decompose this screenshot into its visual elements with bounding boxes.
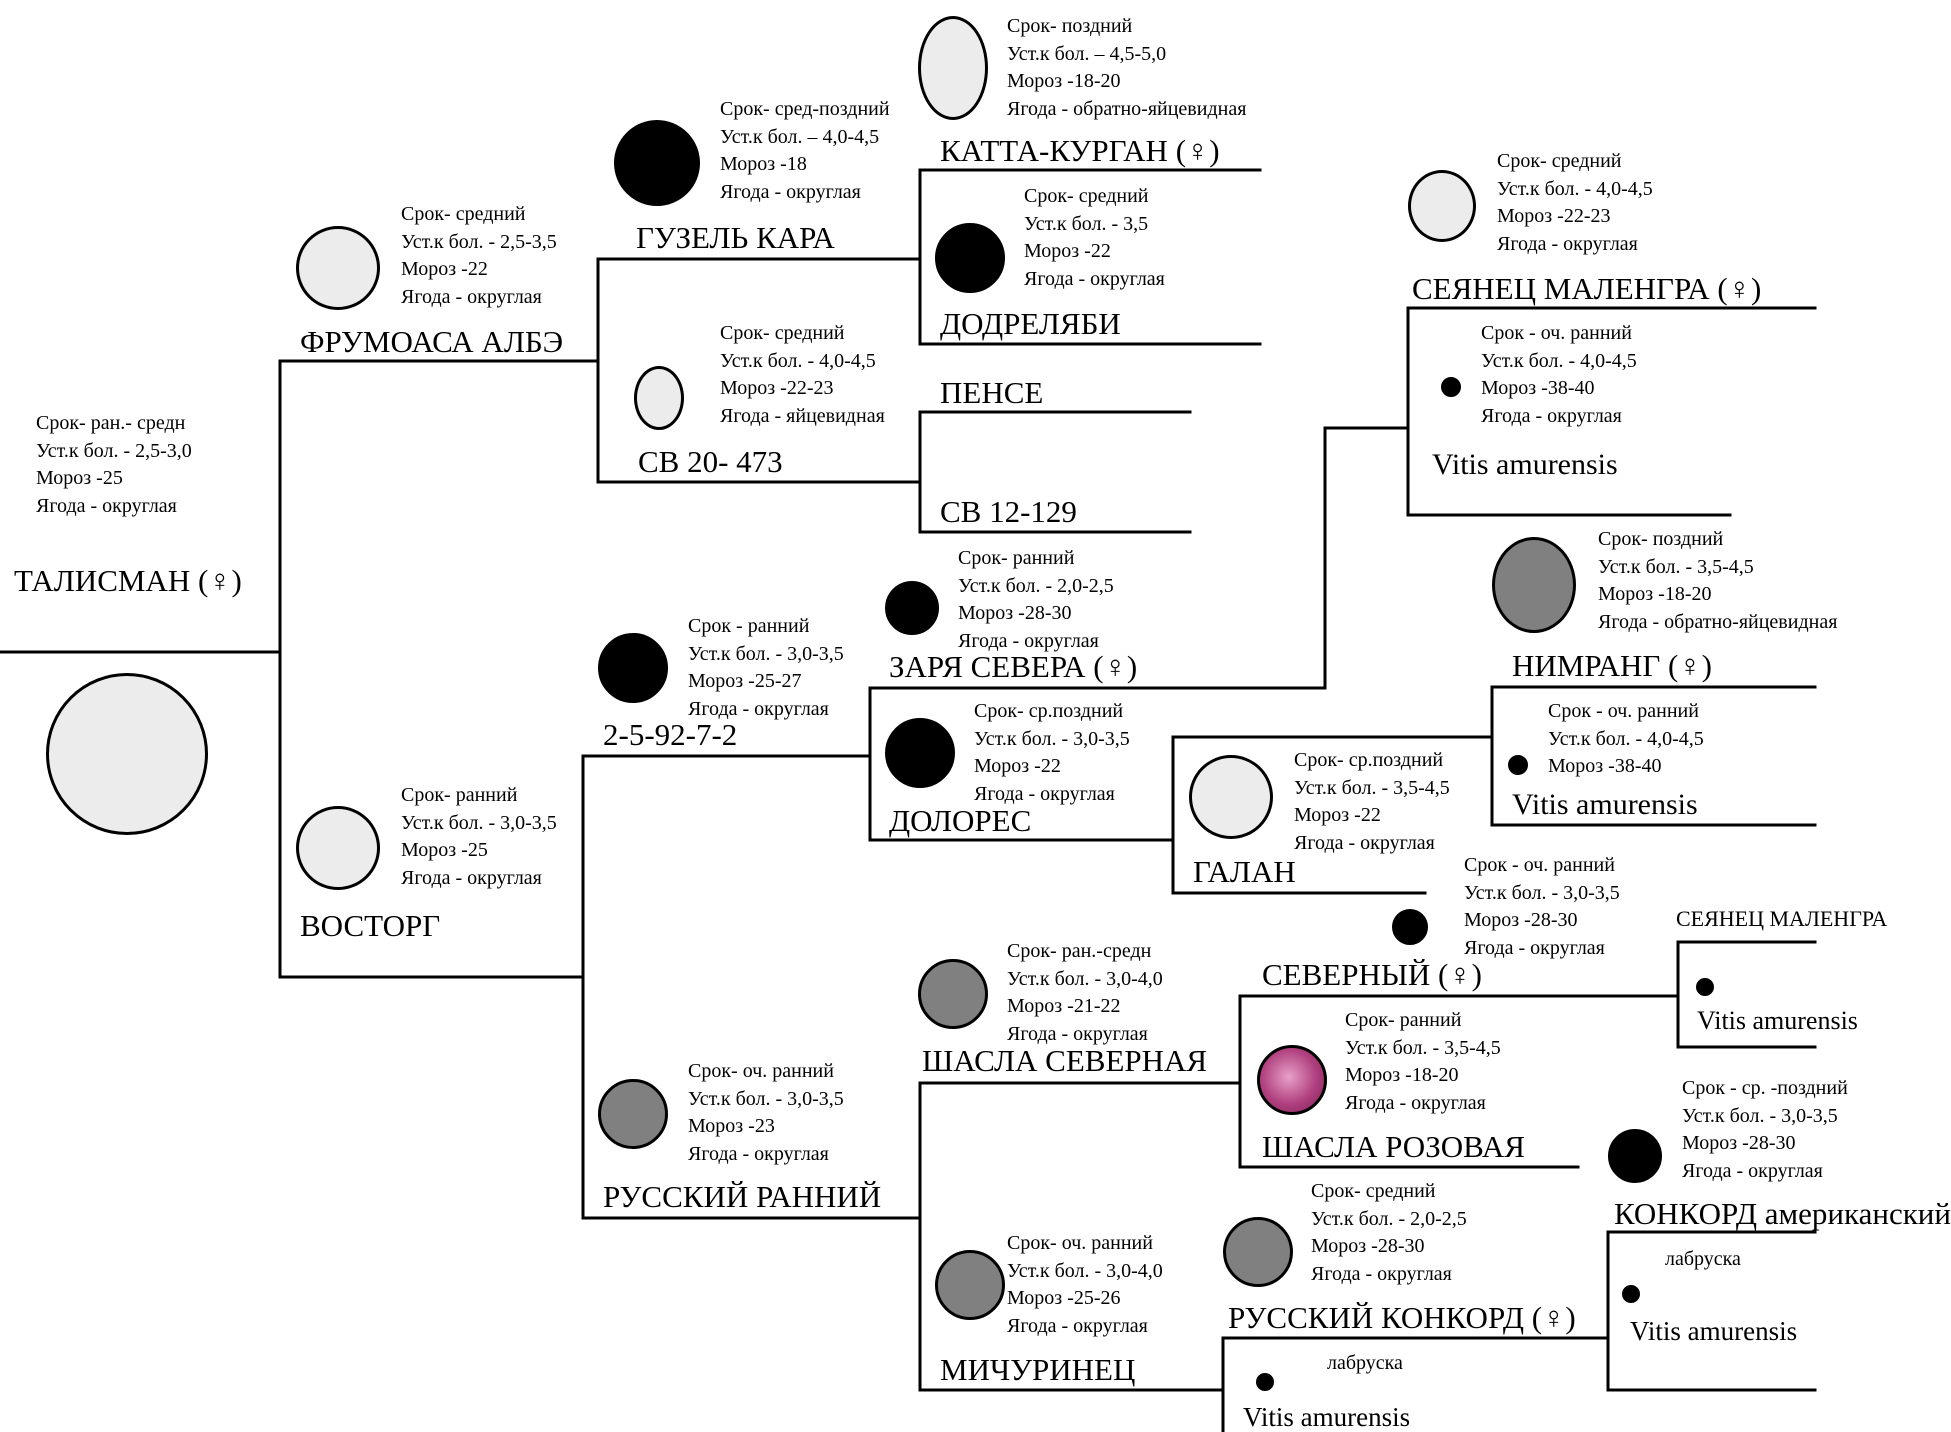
berry-icon: [918, 16, 988, 120]
variety-name-katta: КАТТА-КУРГАН (♀): [940, 133, 1220, 168]
berry-icon: [885, 718, 955, 788]
berry-icon: [935, 223, 1005, 293]
variety-name-pense: ПЕНСЕ: [940, 375, 1044, 410]
berry-icon: [598, 633, 668, 703]
variety-name-guzel: ГУЗЕЛЬ КАРА: [636, 220, 835, 255]
variety-name-g25927: 2-5-92-7-2: [603, 717, 738, 752]
berry-icon: [935, 1250, 1005, 1320]
berry-icon: [918, 959, 988, 1029]
berry-icon: [1492, 537, 1576, 633]
variety-name-russky-ranny: РУССКИЙ РАННИЙ: [603, 1179, 882, 1214]
variety-name-galan: ГАЛАН: [1193, 854, 1296, 889]
berry-icon: [1508, 755, 1528, 775]
berry-icon: [1392, 909, 1428, 945]
variety-name-labruska1-latin: Vitis amurensis: [1630, 1316, 1798, 1346]
berry-icon: [1256, 1373, 1274, 1391]
berry-icon: [1257, 1045, 1327, 1115]
pedigree-lines: [0, 168, 1817, 1432]
variety-name-sv20: СВ 20- 473: [638, 444, 783, 479]
berry-icon: [1223, 1217, 1293, 1287]
variety-name-labruska2-latin: Vitis amurensis: [1243, 1402, 1411, 1432]
berry-icon: [614, 120, 700, 206]
variety-name-malengra2: СЕЯНЕЦ МАЛЕНГРА: [1676, 906, 1888, 931]
variety-name-vostorg: ВОСТОРГ: [300, 908, 441, 943]
variety-name-amurensis2: Vitis amurensis: [1512, 788, 1698, 821]
berry-icon: [1408, 170, 1476, 242]
variety-name-konkord: КОНКОРД американский: [1614, 1196, 1951, 1231]
variety-name-russky-konkord: РУССКИЙ КОНКОРД (♀): [1228, 1300, 1576, 1335]
labruska-label: лабруска: [1665, 1248, 1741, 1270]
variety-name-michurinets: МИЧУРИНЕЦ: [940, 1352, 1136, 1387]
labruska-label: лабруска: [1327, 1352, 1403, 1374]
variety-name-malengra: СЕЯНЕЦ МАЛЕНГРА (♀): [1412, 271, 1762, 306]
variety-name-dolores: ДОЛОРЕС: [889, 803, 1032, 838]
variety-name-shasla-roz: ШАСЛА РОЗОВАЯ: [1262, 1129, 1525, 1164]
berry-icon: [1608, 1129, 1662, 1183]
variety-name-dodrelyabi: ДОДРЕЛЯБИ: [940, 306, 1121, 341]
variety-name-talisman: ТАЛИСМАН (♀): [14, 563, 242, 598]
variety-name-shasla-sev: ШАСЛА СЕВЕРНАЯ: [922, 1043, 1208, 1078]
berry-icon: [1622, 1285, 1640, 1303]
variety-name-severny: СЕВЕРНЫЙ (♀): [1262, 957, 1482, 992]
berry-icon: [1441, 377, 1461, 397]
berry-icon: [598, 1079, 668, 1149]
variety-name-amurensis3: Vitis amurensis: [1697, 1006, 1858, 1035]
variety-name-nimrang: НИМРАНГ (♀): [1512, 648, 1712, 683]
berry-icon: [634, 366, 684, 430]
berry-icon: [1696, 978, 1714, 996]
berry-icon: [1189, 755, 1273, 839]
variety-name-frumoasa: ФРУМОАСА АЛБЭ: [300, 324, 564, 359]
berry-icon: [296, 226, 380, 310]
berry-icon: [885, 581, 939, 635]
variety-name-zarya: ЗАРЯ СЕВЕРА (♀): [889, 649, 1138, 684]
variety-name-sv12: СВ 12-129: [940, 494, 1077, 529]
variety-name-amurensis1: Vitis amurensis: [1432, 448, 1618, 481]
berry-icon: [46, 673, 208, 835]
berry-icon: [296, 806, 380, 890]
